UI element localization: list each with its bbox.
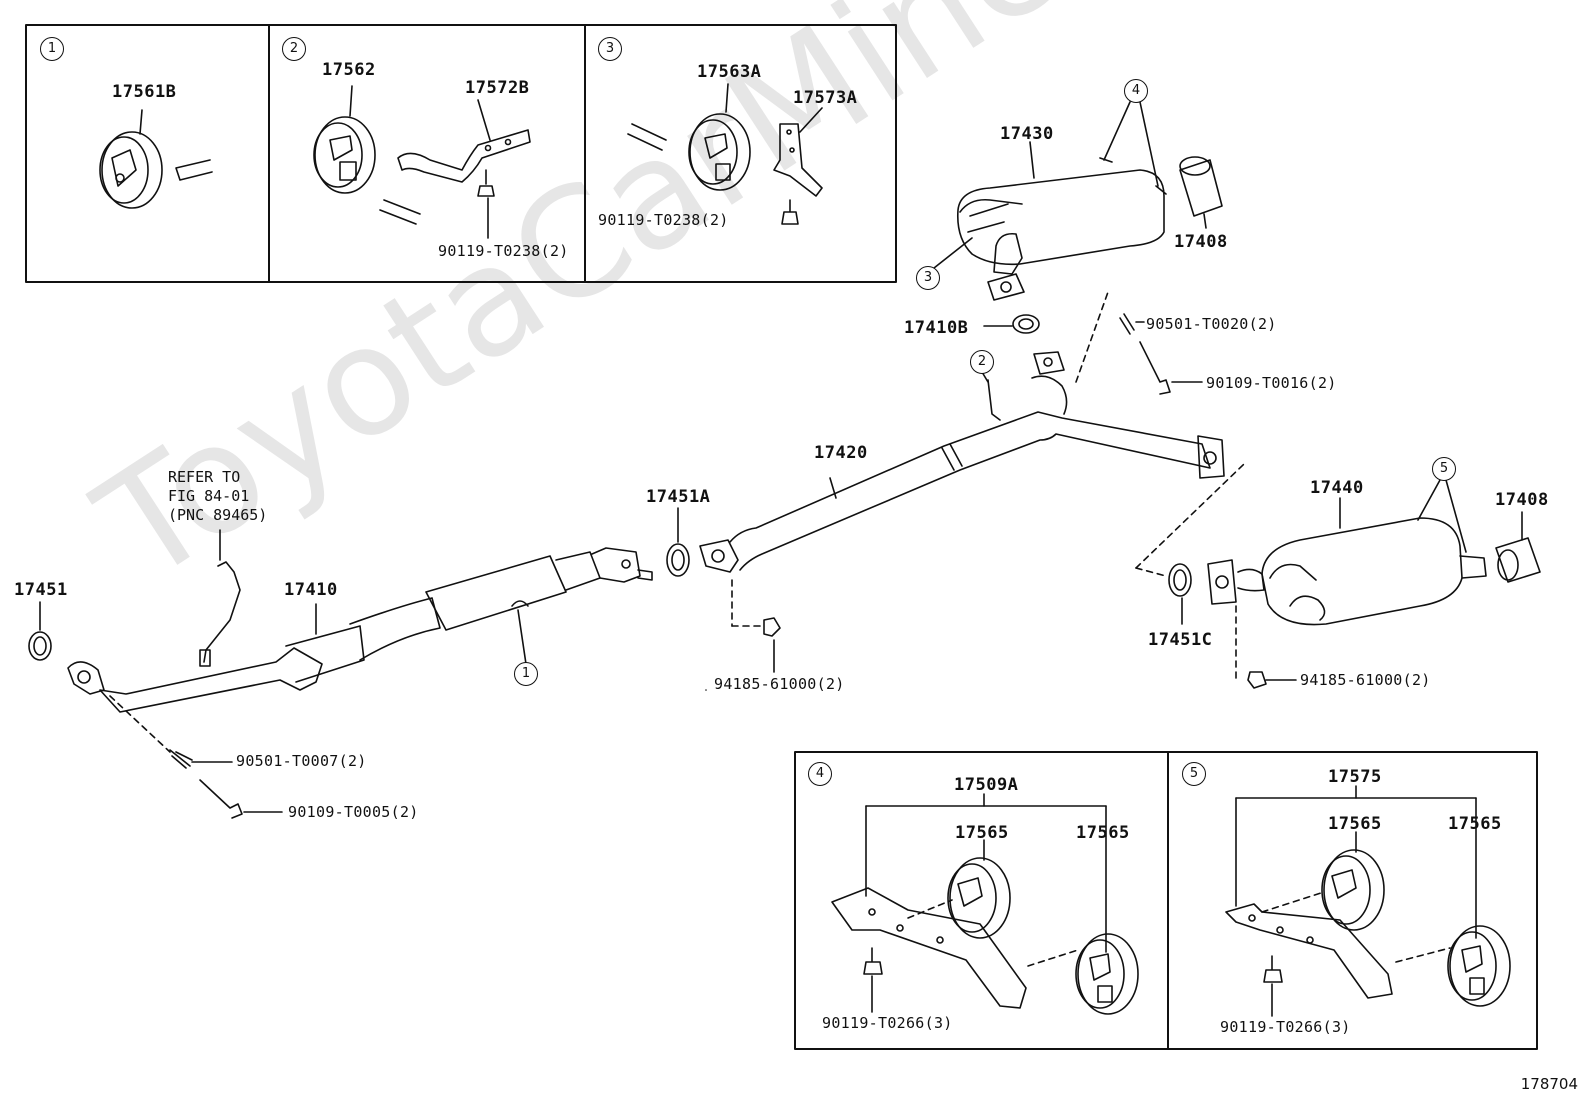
part-label-box4-17565-a: 17565 [955,823,1009,843]
part-label-17451c: 17451C [1148,630,1213,650]
inset-3-number: 3 [598,37,622,61]
part-label-17561b: 17561B [112,82,177,102]
fastener-label-90501-t0007: 90501-T0007(2) [236,752,367,770]
refer-note-line2: FIG 84-01 [168,487,250,505]
part-label-17440: 17440 [1310,478,1364,498]
bottom-inset-frames [794,751,1538,1050]
center-fasteners-drawing [731,579,781,673]
center-pipe-17420-drawing [699,351,1225,573]
callout-5: 5 [1432,457,1456,481]
part-label-box4-17565-b: 17565 [1076,823,1130,843]
fastener-label-94185-61000-rear: 94185-61000(2) [1300,671,1431,689]
gasket-17410b-drawing [983,291,1203,395]
part-label-17562: 17562 [322,60,376,80]
tail-muffler-17430-drawing [933,101,1167,301]
main-muffler-17440-drawing [1207,479,1487,626]
part-label-17408-right: 17408 [1495,490,1549,510]
tail-tube-17408-top-drawing [1179,156,1223,229]
bolt-label-box4: 90119-T0266(3) [822,1014,953,1032]
hanger-17562-drawing [313,85,531,239]
fastener-label-90109-t0005: 90109-T0005(2) [288,803,419,821]
bolt-label-box3: 90119-T0238(2) [598,211,729,229]
callout-2: 2 [970,350,994,374]
fastener-label-94185-61000-center: 94185-61000(2) [714,675,845,693]
part-label-17410: 17410 [284,580,338,600]
fastener-label-90501-t0020: 90501-T0020(2) [1146,315,1277,333]
part-label-17572b: 17572B [465,78,530,98]
part-label-box5-17565-a: 17565 [1328,814,1382,834]
part-label-17573a: 17573A [793,88,858,108]
inset-5-number: 5 [1182,762,1206,786]
part-label-17563a: 17563A [697,62,762,82]
bolt-label-box2: 90119-T0238(2) [438,242,569,260]
callout-4: 4 [1124,79,1148,103]
tail-tube-17408-right-drawing [1495,511,1541,583]
part-label-17410b: 17410B [904,318,969,338]
callout-leaders-drawing [525,371,989,665]
bolt-label-box5: 90119-T0266(3) [1220,1018,1351,1036]
figure-number: 178704 [1520,1075,1578,1093]
part-label-box5-17565-b: 17565 [1448,814,1502,834]
part-label-17408-top: 17408 [1174,232,1228,252]
front-pipe-17410-drawing [28,547,707,713]
top-inset-frames [25,24,897,283]
inset-2-number: 2 [282,37,306,61]
part-label-17451: 17451 [14,580,68,600]
fastener-label-90109-t0016: 90109-T0016(2) [1206,374,1337,392]
refer-note-line1: REFER TO [168,468,241,486]
hanger-17563a-drawing [627,83,823,225]
assembly-label-17509a: 17509A [954,775,1019,795]
gasket-17451c-drawing [1135,463,1297,689]
inset-4-number: 4 [808,762,832,786]
part-label-17420: 17420 [814,443,868,463]
part-label-17430: 17430 [1000,124,1054,144]
part-label-17451a: 17451A [646,487,711,507]
inset-1-number: 1 [40,37,64,61]
front-fasteners-drawing [109,695,283,819]
callout-3: 3 [916,266,940,290]
refer-note-line3: (PNC 89465) [168,506,268,524]
oxygen-sensor-drawing [199,529,241,667]
bracket-17575-drawing [1225,785,1511,1017]
bracket-17509a-drawing [831,793,1139,1015]
hanger-17561b-drawing [99,109,213,209]
callout-1: 1 [514,662,538,686]
assembly-label-17575: 17575 [1328,767,1382,787]
gasket-17451a-drawing [666,507,690,577]
